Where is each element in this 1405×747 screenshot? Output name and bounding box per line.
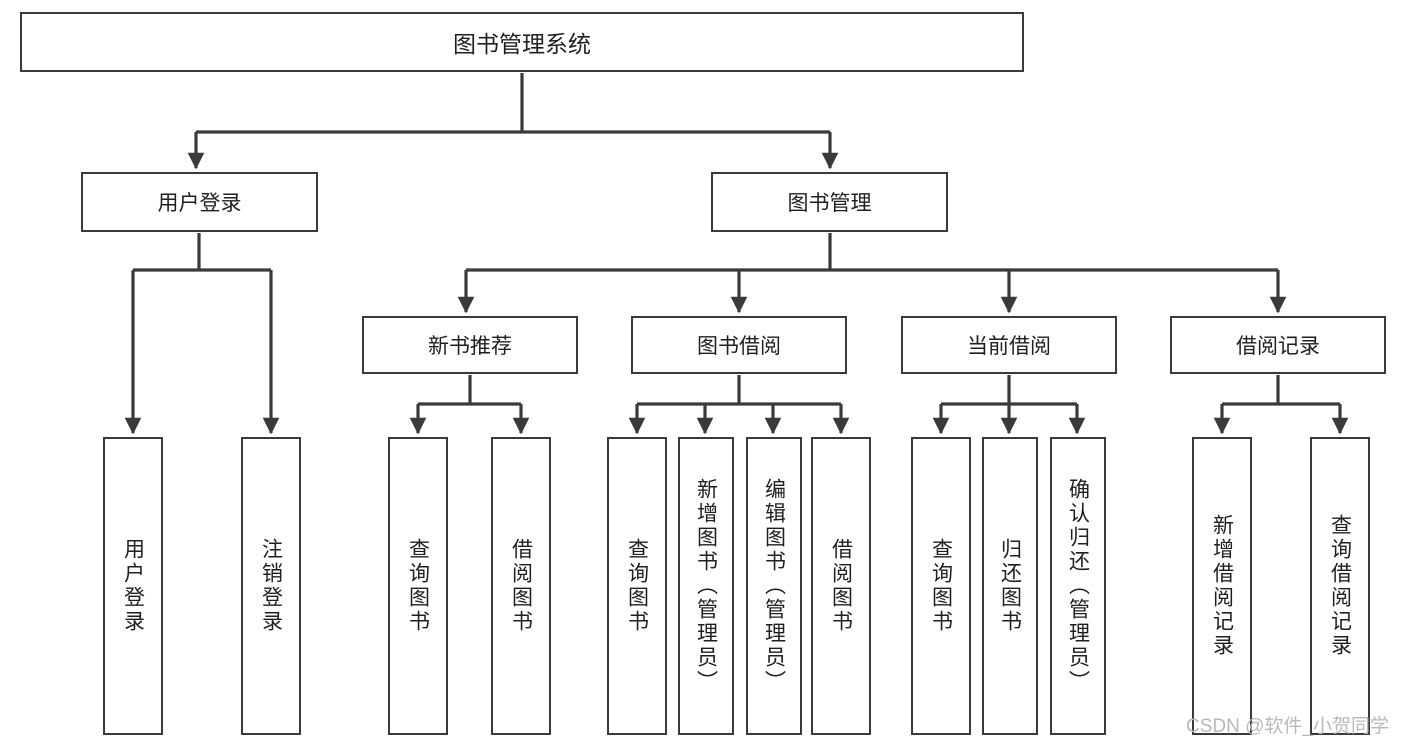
watermark: CSDN @软件_小贺同学 [1186, 716, 1389, 737]
node-leaf-query-book-1[interactable]: 查询图书 [388, 437, 448, 735]
node-leaf-add-book-label: 新增图书（管理员） [694, 478, 718, 694]
node-book-borrow-label: 图书借阅 [697, 335, 781, 358]
node-leaf-logout-login[interactable]: 注销登录 [241, 437, 301, 735]
node-leaf-edit-book-label: 编辑图书（管理员） [762, 478, 786, 694]
node-leaf-query-book-3-label: 查询图书 [929, 538, 953, 634]
node-leaf-borrow-book-1[interactable]: 借阅图书 [491, 437, 551, 735]
node-borrow-record[interactable]: 借阅记录 [1170, 316, 1386, 374]
node-leaf-query-book-3[interactable]: 查询图书 [911, 437, 971, 735]
node-leaf-user-login[interactable]: 用户登录 [103, 437, 163, 735]
node-leaf-query-record[interactable]: 查询借阅记录 [1310, 437, 1370, 735]
node-leaf-borrow-book-1-label: 借阅图书 [509, 538, 533, 634]
node-leaf-query-book-1-label: 查询图书 [406, 538, 430, 634]
node-leaf-user-login-label: 用户登录 [121, 538, 145, 634]
node-leaf-return-book[interactable]: 归还图书 [982, 437, 1038, 735]
node-leaf-add-book[interactable]: 新增图书（管理员） [678, 437, 734, 735]
node-user-login-label: 用户登录 [157, 192, 242, 215]
node-book-management-label: 图书管理 [787, 192, 872, 215]
node-book-management[interactable]: 图书管理 [711, 172, 948, 232]
node-leaf-add-record[interactable]: 新增借阅记录 [1192, 437, 1252, 735]
node-current-borrow-label: 当前借阅 [967, 335, 1051, 358]
node-leaf-query-book-2[interactable]: 查询图书 [607, 437, 667, 735]
node-book-borrow[interactable]: 图书借阅 [631, 316, 847, 374]
node-leaf-borrow-book-2[interactable]: 借阅图书 [811, 437, 871, 735]
node-borrow-record-label: 借阅记录 [1236, 335, 1320, 358]
node-leaf-query-record-label: 查询借阅记录 [1328, 514, 1352, 658]
node-leaf-confirm-return[interactable]: 确认归还（管理员） [1050, 437, 1106, 735]
node-root-label: 图书管理系统 [453, 31, 591, 57]
node-leaf-logout-login-label: 注销登录 [259, 538, 283, 634]
node-new-book-recommend[interactable]: 新书推荐 [362, 316, 578, 374]
node-root[interactable]: 图书管理系统 [20, 12, 1024, 72]
node-leaf-add-record-label: 新增借阅记录 [1210, 514, 1234, 658]
node-leaf-return-book-label: 归还图书 [998, 538, 1022, 634]
node-leaf-confirm-return-label: 确认归还（管理员） [1066, 478, 1090, 694]
node-leaf-edit-book[interactable]: 编辑图书（管理员） [746, 437, 802, 735]
node-leaf-query-book-2-label: 查询图书 [625, 538, 649, 634]
node-current-borrow[interactable]: 当前借阅 [901, 316, 1117, 374]
node-leaf-borrow-book-2-label: 借阅图书 [829, 538, 853, 634]
node-new-book-recommend-label: 新书推荐 [428, 335, 512, 358]
node-user-login[interactable]: 用户登录 [81, 172, 318, 232]
